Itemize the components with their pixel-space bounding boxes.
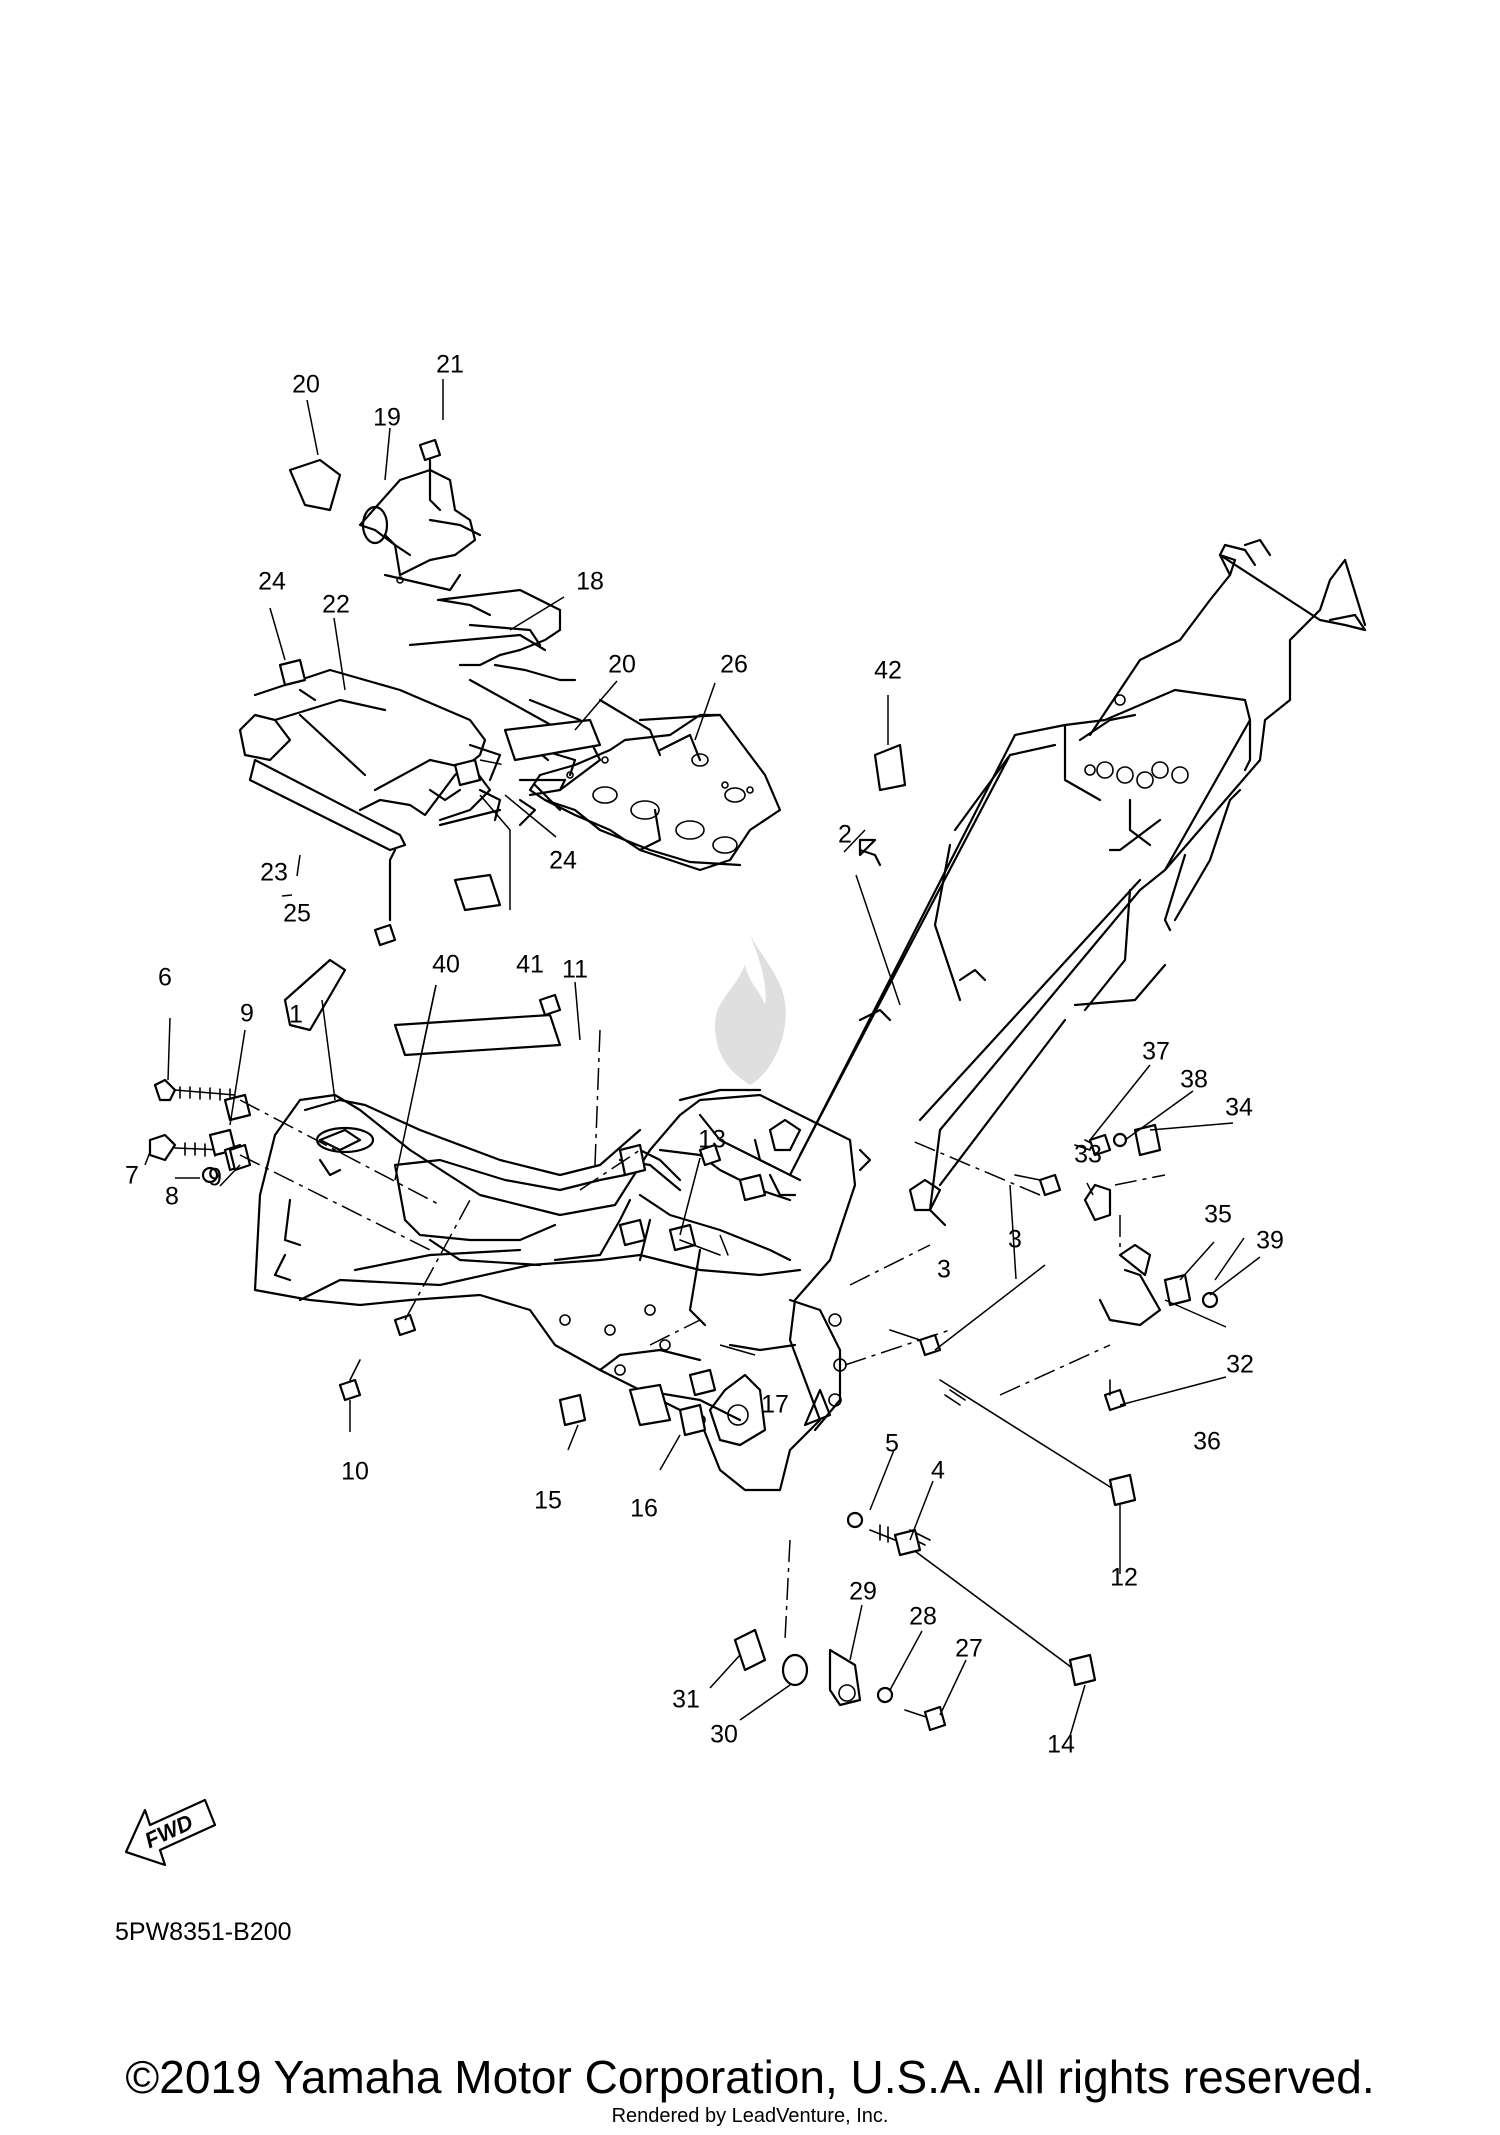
callout-20-a: 20 bbox=[292, 370, 320, 399]
callout-24-b: 24 bbox=[549, 846, 577, 875]
callout-1: 1 bbox=[289, 1000, 303, 1029]
leader-lines bbox=[144, 379, 1261, 1737]
callout-8: 8 bbox=[165, 1182, 179, 1211]
callout-30: 30 bbox=[710, 1720, 738, 1749]
callout-31: 31 bbox=[672, 1685, 700, 1714]
callout-22: 22 bbox=[322, 590, 350, 619]
callout-14: 14 bbox=[1047, 1730, 1075, 1759]
copyright-notice: ©2019 Yamaha Motor Corporation, U.S.A. A… bbox=[125, 2051, 1375, 2103]
callout-3-a: 3 bbox=[1008, 1225, 1022, 1254]
fwd-arrow-icon: FWD bbox=[124, 1798, 217, 1867]
callout-33: 33 bbox=[1074, 1140, 1102, 1169]
callout-11: 11 bbox=[562, 955, 588, 984]
watermark-flame-icon bbox=[715, 935, 786, 1085]
callout-29: 29 bbox=[849, 1577, 877, 1606]
callout-3-b: 3 bbox=[937, 1255, 951, 1284]
callout-9-b: 9 bbox=[208, 1163, 222, 1192]
callout-34: 34 bbox=[1225, 1093, 1253, 1122]
callout-4: 4 bbox=[931, 1456, 945, 1485]
callout-15: 15 bbox=[534, 1486, 562, 1515]
callout-40: 40 bbox=[432, 950, 460, 979]
callout-16: 16 bbox=[630, 1494, 658, 1523]
callout-10: 10 bbox=[341, 1457, 369, 1486]
callout-42: 42 bbox=[874, 656, 902, 685]
callout-37: 37 bbox=[1142, 1037, 1170, 1066]
callout-19: 19 bbox=[373, 403, 401, 432]
callout-36: 36 bbox=[1193, 1427, 1221, 1456]
callout-18: 18 bbox=[576, 567, 604, 596]
rendered-by-notice: Rendered by LeadVenture, Inc. bbox=[611, 2105, 889, 2127]
callout-25: 25 bbox=[283, 899, 311, 928]
small-parts bbox=[278, 438, 907, 1057]
callout-7: 7 bbox=[125, 1161, 139, 1190]
callout-38: 38 bbox=[1180, 1065, 1208, 1094]
callout-5: 5 bbox=[885, 1429, 899, 1458]
main-frame bbox=[253, 1088, 872, 1492]
rear-covers bbox=[238, 468, 782, 872]
callout-23: 23 bbox=[260, 858, 288, 887]
callout-21: 21 bbox=[436, 350, 464, 379]
callout-2: 2 bbox=[838, 820, 852, 849]
callout-24-a: 24 bbox=[258, 567, 286, 596]
callout-12: 12 bbox=[1110, 1563, 1138, 1592]
callout-35: 35 bbox=[1204, 1200, 1232, 1229]
callout-32: 32 bbox=[1226, 1350, 1254, 1379]
seat-rail bbox=[768, 538, 1367, 1227]
callout-6: 6 bbox=[158, 963, 172, 992]
callout-17: 17 bbox=[761, 1390, 789, 1419]
callout-27: 27 bbox=[955, 1634, 983, 1663]
alignment-lines bbox=[239, 759, 1166, 1641]
callout-20-b: 20 bbox=[608, 650, 636, 679]
callout-9-a: 9 bbox=[240, 999, 254, 1028]
callout-39: 39 bbox=[1256, 1226, 1284, 1255]
diagram-code: 5PW8351-B200 bbox=[115, 1918, 292, 1946]
callout-26: 26 bbox=[720, 650, 748, 679]
callout-13: 13 bbox=[698, 1125, 726, 1154]
hardware bbox=[148, 993, 1219, 1732]
callout-41: 41 bbox=[516, 950, 544, 979]
callout-28: 28 bbox=[909, 1602, 937, 1631]
